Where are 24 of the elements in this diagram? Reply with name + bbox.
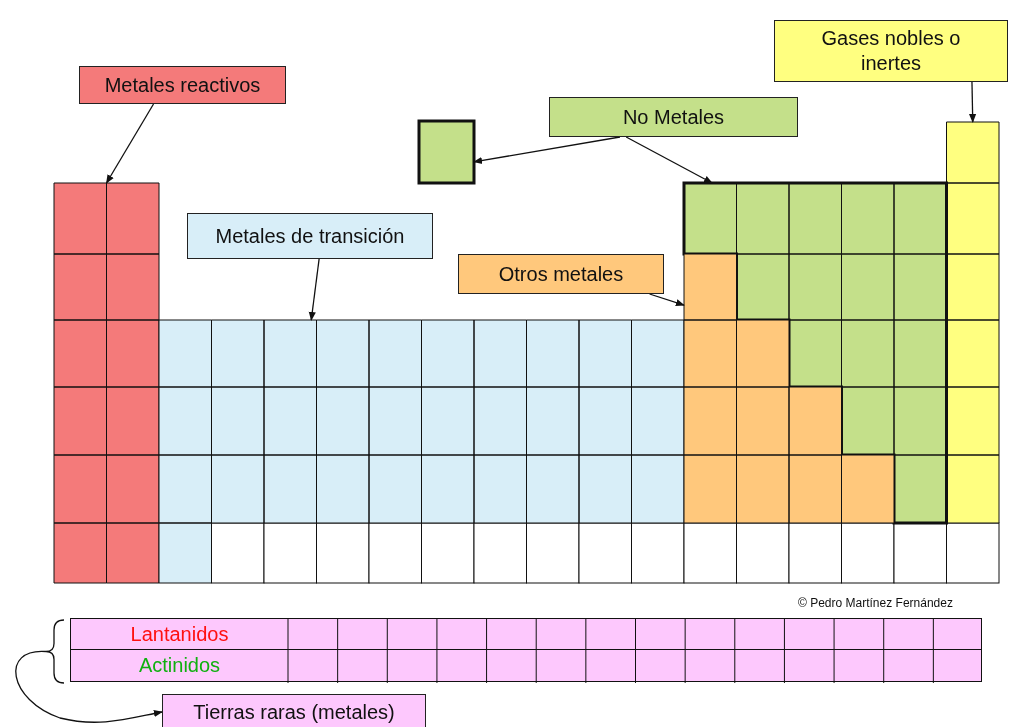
element-block — [946, 121, 1000, 524]
leader-arrow — [969, 81, 977, 123]
leader-arrow — [473, 136, 621, 165]
category-label: Tierras raras (metales) — [162, 694, 426, 727]
category-label: Otros metales — [458, 254, 664, 294]
row-label: Actinidos — [137, 653, 222, 678]
element-block — [682, 181, 948, 525]
category-label: No Metales — [549, 97, 798, 137]
element-block — [53, 182, 160, 584]
element-block — [158, 319, 685, 584]
category-label: Gases nobles o inertes — [774, 20, 1008, 82]
row-label: Lantanidos — [129, 621, 230, 647]
category-label: Metales de transición — [187, 213, 433, 259]
category-label: Metales reactivos — [79, 66, 286, 104]
element-row — [70, 649, 982, 682]
element-row — [70, 618, 982, 650]
brace — [45, 619, 65, 684]
leader-arrow — [625, 136, 713, 184]
leader-arrow — [648, 293, 685, 307]
leader-arrow — [105, 103, 155, 184]
leader-arrow — [308, 258, 320, 321]
leader-arrow — [15, 650, 163, 723]
element-square — [417, 119, 476, 185]
copyright-note: © Pedro Martínez Fernández — [798, 596, 953, 610]
